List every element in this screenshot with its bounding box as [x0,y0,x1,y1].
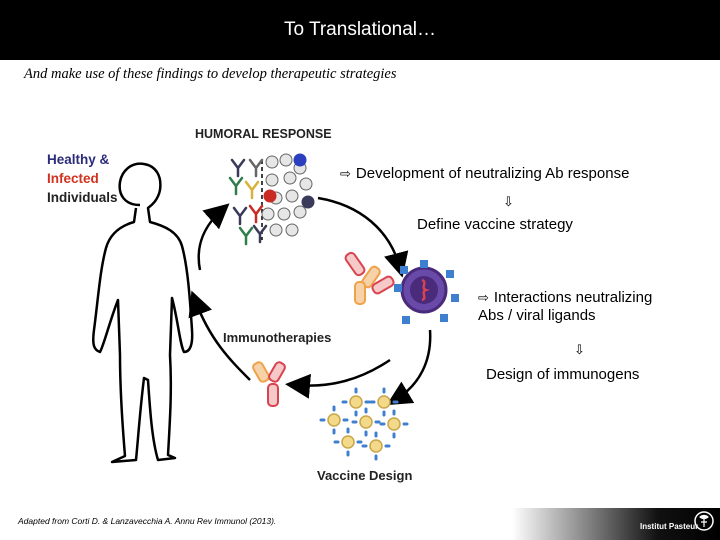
slide-title: To Translational… [283,19,437,40]
antibody-pair-top [344,251,395,305]
institute-name: Institut Pasteur [640,522,699,531]
individuals-label: Individuals [47,190,118,205]
immunotherapy-antibody [252,361,286,407]
footer-band [512,508,720,540]
virus-particle [394,260,459,324]
design-immunogens-label: Design of immunogens [486,366,640,383]
vaccine-particles [319,387,409,461]
citation: Adapted from Corti D. & Lanzavecchia A. … [18,516,277,526]
immunotherapies-label: Immunotherapies [223,330,332,345]
population-label: Healthy & Infected Individuals [47,150,118,207]
dev-neutralizing-label: ⇨Development of neutralizing Ab response [340,165,630,182]
down-arrow-icon: ⇩ [574,342,585,357]
hollow-arrow-icon: ⇨ [340,166,351,181]
vaccine-design-label: Vaccine Design [317,468,413,483]
down-arrow-icon: ⇩ [503,194,514,209]
hollow-arrow-icon: ⇨ [478,290,489,305]
interactions-label-line2: Abs / viral ligands [478,307,596,324]
infected-label: Infected [47,171,99,186]
define-vaccine-label: Define vaccine strategy [417,216,573,233]
title-bar: To Translational… [0,0,720,60]
cycle-arrows [188,196,432,406]
institut-pasteur-logo-icon [694,511,714,531]
healthy-label: Healthy & [47,152,110,167]
slide-subtitle: And make use of these findings to develo… [24,66,397,82]
interactions-label-line1: ⇨Interactions neutralizing [478,289,653,306]
humoral-response-label: HUMORAL RESPONSE [195,127,332,141]
humoral-cluster [228,153,315,246]
human-silhouette [92,162,194,464]
